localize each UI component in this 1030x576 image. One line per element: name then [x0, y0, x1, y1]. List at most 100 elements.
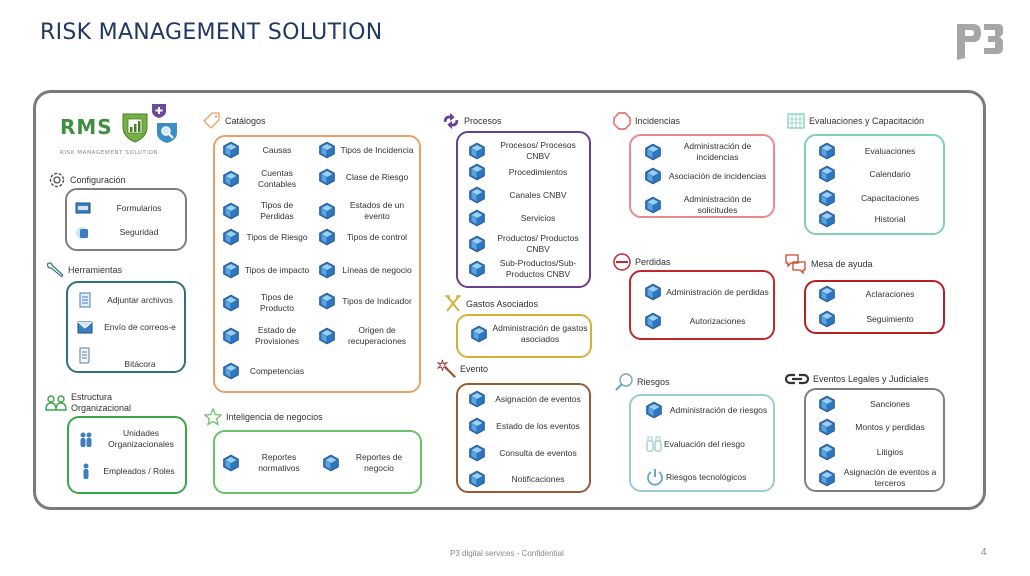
module-label: Competencias — [249, 365, 305, 376]
module-formularios[interactable]: Formularios — [74, 199, 182, 217]
section-box-mesa — [804, 280, 945, 334]
cube-icon — [819, 395, 835, 413]
section-box-evento — [456, 383, 591, 493]
section-header-procesos: Procesos — [441, 111, 502, 131]
module-estado-de-los-eventos[interactable]: Estado de los eventos — [468, 417, 586, 435]
module-seguimiento[interactable]: Seguimiento — [818, 310, 940, 328]
module-bitacora[interactable]: Bitácora — [76, 346, 182, 370]
module-asociacion-de-incidencias[interactable]: Asociación de incidencias — [644, 167, 769, 185]
section-box-riesgos — [629, 394, 775, 492]
section-box-inteligencia — [213, 430, 422, 494]
module-tipos-de-control[interactable]: Tipos de control — [318, 228, 414, 246]
section-header-gastos: Gastos Asociados — [443, 294, 538, 314]
module-canales-cnbv[interactable]: Canales CNBV — [468, 186, 586, 204]
section-title: Gastos Asociados — [466, 299, 539, 309]
crossed-arrows-icon — [443, 294, 463, 314]
module-lineas-de-negocio[interactable]: Líneas de negocio — [318, 261, 414, 279]
section-title: Mesa de ayuda — [811, 259, 873, 269]
module-clase-de-riesgo[interactable]: Clase de Riesgo — [318, 168, 414, 186]
module-tipos-de-impacto[interactable]: Tipos de impacto — [222, 261, 310, 279]
module-consulta-de-eventos[interactable]: Consulta de eventos — [468, 444, 586, 462]
module-label: Tipos de Perdidas — [260, 200, 294, 221]
section-box-perdidas — [629, 270, 775, 340]
cube-icon — [819, 469, 835, 487]
cube-icon — [223, 141, 239, 159]
module-envio-correos[interactable]: Envío de correos-e — [76, 318, 182, 336]
module-tipos-de-producto[interactable]: Tipos de Producto — [222, 292, 310, 314]
module-label: Tipos de impacto — [244, 264, 310, 275]
module-evaluaciones[interactable]: Evaluaciones — [818, 142, 940, 160]
module-tipos-de-indicador[interactable]: Tipos de Indicador — [318, 292, 414, 310]
module-cuentas-contables[interactable]: Cuentas Contables — [222, 168, 310, 190]
module-calendario[interactable]: Calendario — [818, 165, 940, 183]
module-administracion-de-incidencias[interactable]: Administración de incidencias — [644, 141, 769, 163]
module-administracion-gastos[interactable]: Administración de gastos asociados — [470, 323, 588, 345]
module-tipos-de-riesgo[interactable]: Tipos de Riesgo — [222, 228, 310, 246]
cube-icon — [223, 294, 239, 312]
module-empleados-roles[interactable]: Empleados / Roles — [77, 462, 183, 480]
module-label: Procesos/ Procesos CNBV — [500, 140, 576, 161]
module-asignacion-de-eventos-a-terceros[interactable]: Asignación de eventos a terceros — [818, 467, 940, 489]
module-servicios[interactable]: Servicios — [468, 209, 586, 227]
module-competencias[interactable]: Competencias — [222, 362, 310, 380]
module-asignacion-de-eventos[interactable]: Asignación de eventos — [468, 390, 586, 408]
module-administracion-de-solicitudes[interactable]: Administración de solicitudes — [644, 194, 769, 216]
module-tipos-de-incidencia[interactable]: Tipos de Incidencia — [318, 141, 414, 159]
module-label: Estado de los eventos — [496, 420, 580, 431]
module-procesos-procesos-cnbv[interactable]: Procesos/ Procesos CNBV — [468, 140, 586, 162]
security-lock-icon — [76, 227, 88, 239]
module-tipos-de-perdidas[interactable]: Tipos de Perdidas — [222, 200, 310, 222]
module-evaluacion-riesgo[interactable]: Evaluación del riesgo — [645, 435, 770, 453]
module-sub-productos-sub-productos-cnbv[interactable]: Sub-Productos/Sub-Productos CNBV — [468, 258, 586, 280]
module-sanciones[interactable]: Sanciones — [818, 395, 940, 413]
module-administracion-de-perdidas[interactable]: Administración de perdidas — [644, 283, 769, 301]
module-label: Historial — [874, 213, 906, 224]
module-reportes-negocio[interactable]: Reportes de negocio — [322, 452, 414, 474]
module-seguridad[interactable]: Seguridad — [74, 223, 182, 241]
module-productos-productos-cnbv[interactable]: Productos/ Productos CNBV — [468, 233, 586, 255]
module-label: Litigios — [876, 446, 904, 457]
section-box-gastos — [456, 314, 592, 358]
module-causas[interactable]: Causas — [222, 141, 310, 159]
cube-icon — [819, 310, 835, 328]
section-box-incidencias — [629, 134, 775, 218]
module-capacitaciones[interactable]: Capacitaciones — [818, 189, 940, 207]
module-adjuntar-archivos[interactable]: Adjuntar archivos — [76, 291, 182, 309]
module-administracion-riesgos[interactable]: Administración de riesgos — [645, 401, 770, 419]
calendar-grid-icon — [786, 111, 806, 131]
module-label: Productos/ Productos CNBV — [497, 233, 579, 254]
rms-logo: RMS RISK MANAGEMENT SOLUTION — [60, 103, 185, 161]
module-montos-y-perdidas[interactable]: Montos y perdidas — [818, 418, 940, 436]
module-autorizaciones[interactable]: Autorizaciones — [644, 312, 769, 330]
section-header-herramientas: Herramientas — [45, 260, 122, 280]
module-litigios[interactable]: Litigios — [818, 443, 940, 461]
module-unidades-organizacionales[interactable]: Unidades Organizacionales — [77, 428, 183, 450]
section-header-incidencias: Incidencias — [612, 111, 680, 131]
modules-frame — [33, 90, 986, 510]
module-reportes-normativos[interactable]: Reportes normativos — [222, 452, 314, 474]
cube-icon — [819, 443, 835, 461]
module-estados-de-un-evento[interactable]: Estados de un evento — [318, 200, 414, 222]
module-origen-de-recuperaciones[interactable]: Origen de recuperaciones — [318, 325, 414, 347]
document-icon — [79, 292, 91, 308]
module-historial[interactable]: Historial — [818, 210, 940, 228]
module-label: Seguridad — [119, 226, 159, 237]
cube-icon — [469, 260, 485, 278]
module-aclaraciones[interactable]: Aclaraciones — [818, 285, 940, 303]
cube-icon — [223, 261, 239, 279]
section-box-herramientas — [66, 281, 186, 373]
section-header-mesa: Mesa de ayuda — [784, 254, 873, 275]
cube-icon — [469, 163, 485, 181]
chain-link-icon — [784, 369, 810, 389]
module-label: Cuentas Contables — [257, 168, 297, 189]
section-title: Perdidas — [635, 257, 671, 267]
section-title: Configuración — [70, 175, 126, 185]
module-riesgos-tecnologicos[interactable]: Riesgos tecnológicos — [645, 467, 770, 487]
p3-brand-logo — [957, 24, 1003, 60]
module-procedimientos[interactable]: Procedimientos — [468, 163, 586, 181]
module-estado-de-provisiones[interactable]: Estado de Provisiones — [222, 325, 310, 347]
module-notificaciones[interactable]: Notificaciones — [468, 470, 586, 488]
section-box-legales — [804, 388, 945, 492]
module-label: Administración de gastos asociados — [492, 323, 588, 344]
module-label: Adjuntar archivos — [107, 294, 173, 305]
